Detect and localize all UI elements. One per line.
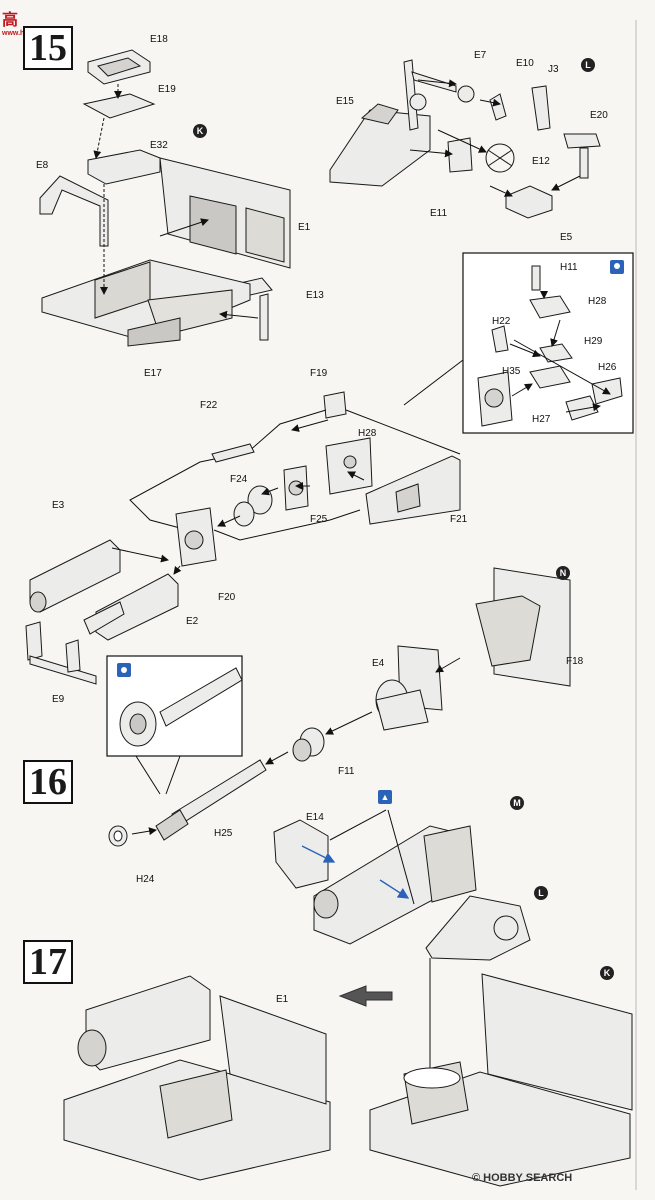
label-E17: E17 <box>144 368 162 379</box>
label-F25: F25 <box>310 514 328 525</box>
label-F20: F20 <box>218 592 236 603</box>
part-E14 <box>273 819 329 889</box>
blue-cement-icon: ▲ <box>378 790 392 804</box>
step-number-16: 16 <box>23 760 73 804</box>
part-E17-floor <box>41 259 251 347</box>
part-F25 <box>283 465 309 511</box>
label-E9: E9 <box>52 694 65 705</box>
gun-assembly-M <box>313 825 477 945</box>
label-E1-step17: E1 <box>276 994 289 1005</box>
step-arrow-icon <box>338 985 393 1007</box>
label-E32: E32 <box>150 140 168 151</box>
label-E10: E10 <box>516 58 534 69</box>
cable-F22 <box>129 409 327 529</box>
marker-N: N <box>556 566 570 580</box>
label-F21: F21 <box>450 514 468 525</box>
label-H24: H24 <box>136 874 155 885</box>
part-F18 <box>475 567 571 687</box>
label-F22: F22 <box>200 400 218 411</box>
subassembly-L <box>329 59 601 219</box>
label-H22: H22 <box>492 316 511 327</box>
marker-K: K <box>193 124 207 138</box>
marker-K-2: K <box>600 966 614 980</box>
label-F24: F24 <box>230 474 248 485</box>
watermark-logo: 高 <box>2 12 19 29</box>
final-assembly-left <box>63 975 331 1181</box>
part-H24 <box>108 825 128 847</box>
label-E1: E1 <box>298 222 311 233</box>
label-H26: H26 <box>598 362 617 373</box>
label-E13: E13 <box>306 290 324 301</box>
label-E11: E11 <box>430 208 448 219</box>
part-H25-barrel <box>155 759 267 841</box>
label-E12: E12 <box>532 156 550 167</box>
label-H28-inset: H28 <box>588 296 607 307</box>
part-E8 <box>39 175 109 247</box>
hobbysearch-logo: © HOBBY SEARCH <box>472 1172 572 1184</box>
part-E4 <box>375 645 443 731</box>
subassembly-L-small <box>425 895 531 961</box>
label-F11: F11 <box>338 766 355 777</box>
label-H28: H28 <box>358 428 377 439</box>
step-number-17: 17 <box>23 940 73 984</box>
marker-L: L <box>581 58 595 72</box>
label-E3: E3 <box>52 500 65 511</box>
part-F22-hose <box>211 443 255 463</box>
part-E19 <box>82 93 156 119</box>
inset-parts <box>477 265 623 427</box>
label-E7: E7 <box>474 50 487 61</box>
label-E14: E14 <box>306 812 324 823</box>
part-F19 <box>323 391 347 419</box>
marker-L-2: L <box>534 886 548 900</box>
part-E1-rear-wall <box>159 157 291 269</box>
label-E2: E2 <box>186 616 199 627</box>
label-H27: H27 <box>532 414 551 425</box>
part-E18 <box>87 49 151 85</box>
hobbysearch-text: HOBBY SEARCH <box>483 1172 573 1184</box>
part-E9 <box>25 621 97 685</box>
final-assembly-right <box>369 973 633 1187</box>
marker-M: M <box>510 796 524 810</box>
copyright-mark: © <box>472 1172 481 1184</box>
label-E19: E19 <box>158 84 176 95</box>
muzzle-detail <box>119 667 243 747</box>
label-E4: E4 <box>372 658 385 669</box>
part-E32 <box>87 149 161 185</box>
label-E20: E20 <box>590 110 608 121</box>
part-F20-mantlet <box>175 507 217 567</box>
label-F19: F19 <box>310 368 328 379</box>
part-H28 <box>325 437 373 495</box>
label-E15: E15 <box>336 96 354 107</box>
label-E5: E5 <box>560 232 573 243</box>
label-E18: E18 <box>150 34 168 45</box>
label-F18: F18 <box>566 656 584 667</box>
label-H25: H25 <box>214 828 233 839</box>
part-E3 <box>29 539 121 613</box>
part-F21-frame <box>365 455 461 525</box>
part-E2 <box>83 573 179 641</box>
label-J3: J3 <box>548 64 559 75</box>
part-F11 <box>292 727 325 762</box>
step-number-15: 15 <box>23 26 73 70</box>
label-H11: H11 <box>560 262 578 273</box>
label-H29: H29 <box>584 336 603 347</box>
label-H35: H35 <box>502 366 521 377</box>
label-E8: E8 <box>36 160 49 171</box>
